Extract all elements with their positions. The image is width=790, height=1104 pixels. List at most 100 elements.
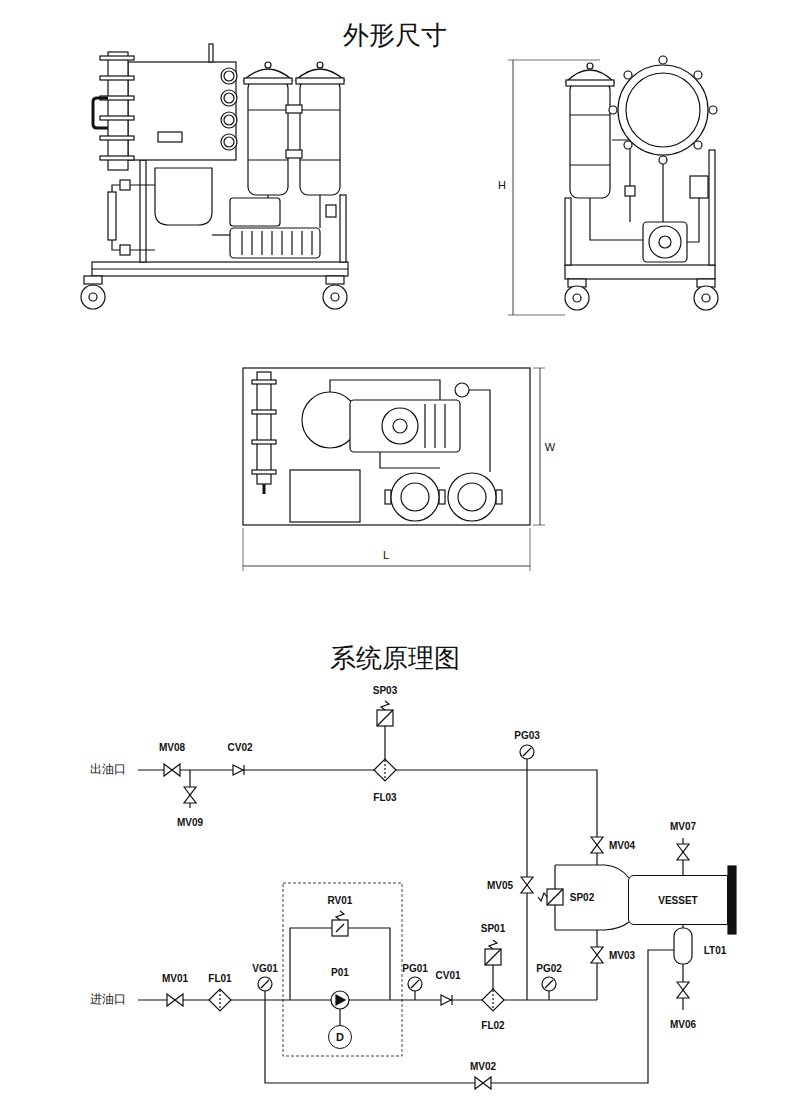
component-tag: SP01 (481, 923, 505, 934)
top-view (533, 525, 545, 526)
side-view (694, 71, 702, 79)
pressure-switch-symbol (547, 889, 563, 905)
valve-symbol (677, 844, 689, 860)
valve-symbol (677, 982, 689, 998)
component-tag: MV06 (670, 1019, 696, 1030)
front-view (230, 228, 320, 258)
front-view (100, 56, 134, 60)
front-view (271, 231, 272, 255)
side-view (649, 226, 681, 258)
component-tag: MV02 (470, 1061, 496, 1072)
vessel-tank: VESSET (628, 875, 728, 925)
component-tag: SP02 (570, 892, 594, 903)
front-view (140, 160, 146, 262)
valve-symbol (164, 764, 689, 1089)
component-tag: FL02 (481, 1020, 504, 1031)
front-view (230, 198, 280, 226)
front-view (286, 105, 302, 113)
component-tag: FL03 (373, 792, 396, 803)
side-view (624, 71, 632, 79)
front-view (323, 285, 347, 309)
component-tag: 进油口 (90, 993, 126, 1006)
component-tag: RV01 (328, 895, 353, 906)
side-view (702, 294, 710, 302)
top-view (533, 368, 545, 369)
front-view (212, 234, 230, 235)
gauge-symbol (258, 745, 556, 991)
piping-schematic (728, 866, 736, 934)
piping-schematic (605, 865, 629, 878)
front-view (89, 293, 97, 301)
front-view (248, 80, 288, 195)
front-view (300, 109, 340, 110)
valve-symbol (184, 787, 196, 803)
component-tag: MV07 (670, 821, 696, 832)
side-view (587, 63, 593, 69)
side-view (609, 106, 617, 114)
top-view (530, 528, 531, 571)
side-view (590, 198, 643, 240)
top-view (252, 440, 276, 444)
piping-schematic (596, 930, 597, 1000)
piping-schematic (138, 770, 597, 865)
front-view (251, 231, 252, 255)
check-valve-symbol (233, 765, 452, 1005)
pressure-switch-symbol (485, 949, 501, 965)
piping-schematic (138, 999, 597, 1000)
side-view (709, 150, 715, 265)
pump-symbol (336, 995, 345, 1005)
top-view (401, 483, 429, 511)
component-tag: PG02 (536, 963, 562, 974)
top-view (330, 380, 440, 400)
node-text: VESSET (658, 895, 697, 906)
front-view (224, 71, 234, 81)
top-view (434, 404, 435, 448)
piping-schematic (548, 991, 549, 1000)
front-view (224, 137, 234, 147)
side-view (573, 294, 581, 302)
pressure-switch-symbol (538, 893, 547, 901)
side-view (626, 73, 700, 147)
gauge-symbol (520, 745, 534, 759)
side-view (565, 265, 715, 279)
side-view (694, 286, 718, 310)
valve-symbol (521, 877, 533, 893)
side-view (687, 198, 699, 242)
front-view (224, 93, 234, 103)
side-view (513, 60, 514, 315)
valve-symbol (164, 764, 180, 776)
front-view (326, 276, 344, 284)
top-view (393, 419, 407, 433)
front-view (120, 245, 130, 255)
front-view (296, 78, 344, 84)
top-view (243, 566, 530, 567)
pressure-switch-symbol (381, 701, 389, 710)
front-view (92, 262, 348, 276)
dimension-label: W (545, 441, 555, 453)
component-tag: CV01 (435, 970, 460, 981)
front-view (291, 231, 292, 255)
top-view (444, 404, 445, 448)
front-view (244, 78, 292, 84)
front-view (300, 159, 340, 160)
top-view (496, 490, 502, 504)
front-view (317, 62, 323, 68)
motor-circle: D (328, 1025, 352, 1049)
front-view (81, 285, 105, 309)
component-tag: MV04 (609, 840, 635, 851)
page-title: 外形尺寸 (343, 21, 447, 50)
pressure-switch-symbol (377, 710, 393, 726)
check-valve-symbol (451, 995, 452, 1005)
front-view (301, 231, 302, 255)
front-view (100, 156, 134, 160)
front-view (100, 116, 134, 120)
top-view (252, 470, 276, 474)
front-view (108, 52, 128, 170)
front-view (221, 134, 237, 150)
component-tag: MV05 (487, 880, 513, 891)
pressure-switch-symbol (485, 949, 501, 965)
top-view (243, 528, 244, 571)
top-view (439, 490, 445, 504)
valve-symbol (591, 837, 603, 853)
top-view (455, 383, 469, 397)
